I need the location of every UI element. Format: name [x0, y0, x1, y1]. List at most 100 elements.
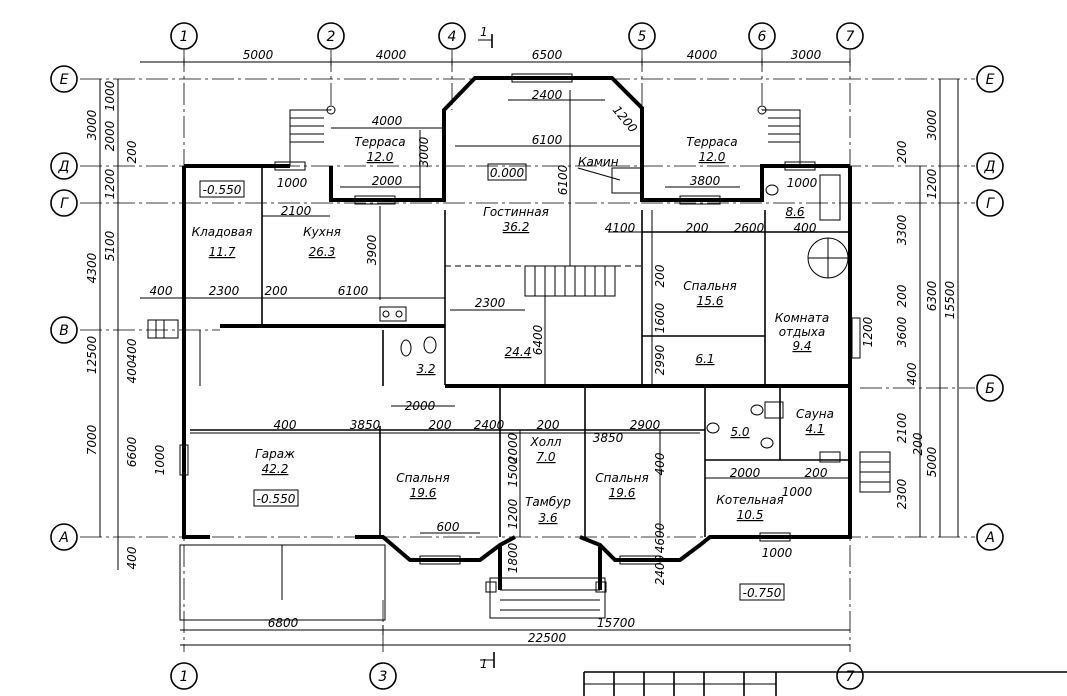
windows: [179, 73, 861, 565]
fireplace: Камин: [577, 155, 643, 194]
svg-text:9.4: 9.4: [792, 339, 811, 353]
svg-text:3000: 3000: [85, 109, 99, 140]
sanitary-fixtures: [379, 174, 841, 463]
svg-text:400: 400: [125, 546, 139, 569]
axis-marker-E-right: Е: [976, 65, 1004, 93]
svg-text:600: 600: [437, 520, 460, 534]
svg-text:6600: 6600: [125, 436, 139, 467]
spiral-stair: [807, 237, 849, 279]
room-rest: Комната отдыха 9.4: [775, 311, 829, 353]
svg-text:1200: 1200: [925, 168, 939, 199]
svg-text:2400: 2400: [653, 554, 667, 585]
svg-text:6800: 6800: [268, 616, 299, 630]
svg-text:200: 200: [686, 221, 709, 235]
main-stairs: [445, 265, 642, 297]
room-terrace-left: Терраса 12.0: [354, 135, 405, 164]
svg-text:5100: 5100: [103, 230, 117, 261]
svg-text:42.2: 42.2: [262, 462, 289, 476]
svg-text:3900: 3900: [365, 234, 379, 265]
svg-text:6100: 6100: [338, 284, 369, 298]
svg-text:400: 400: [274, 418, 297, 432]
svg-text:Сауна: Сауна: [796, 407, 834, 421]
svg-text:7: 7: [846, 669, 855, 685]
svg-text:200: 200: [653, 264, 667, 287]
room-shower-area: 5.0: [730, 425, 749, 439]
svg-text:Спальня: Спальня: [683, 279, 736, 293]
room-hall: Холл 7.0: [530, 435, 562, 464]
svg-text:2: 2: [327, 29, 336, 45]
svg-text:11.7: 11.7: [209, 245, 236, 259]
svg-text:3800: 3800: [690, 174, 721, 188]
svg-text:Спальня: Спальня: [595, 471, 648, 485]
svg-text:1200: 1200: [610, 103, 641, 136]
axis-marker-G-left: Г: [50, 189, 78, 217]
svg-text:1200: 1200: [506, 498, 520, 529]
svg-text:6400: 6400: [531, 324, 545, 355]
svg-text:6: 6: [758, 29, 767, 45]
svg-text:4000: 4000: [372, 114, 403, 128]
title-block: [583, 671, 1067, 696]
room-bedroom-ne: Спальня 15.6: [683, 279, 736, 308]
svg-text:3300: 3300: [895, 214, 909, 245]
svg-text:2000: 2000: [405, 399, 436, 413]
front-porch: [485, 577, 607, 619]
axis-marker-D-right: Д: [976, 152, 1004, 180]
svg-text:2300: 2300: [895, 478, 909, 509]
svg-text:10.5: 10.5: [737, 508, 764, 522]
svg-text:1: 1: [480, 25, 488, 39]
axis-markers-top: 1 2 4 5 6 7: [170, 22, 864, 50]
axis-marker-7-bottom: 7: [836, 662, 864, 690]
svg-text:1000: 1000: [103, 80, 117, 111]
svg-text:Холл: Холл: [530, 435, 562, 449]
room-labels: Терраса 12.0 Терраса 12.0 Гостинная 36.2…: [192, 135, 834, 525]
svg-text:200: 200: [911, 432, 925, 455]
axis-marker-4: 4: [438, 22, 466, 50]
svg-text:2000: 2000: [103, 120, 117, 151]
svg-text:0.000: 0.000: [490, 166, 525, 180]
svg-text:5000: 5000: [925, 446, 939, 477]
svg-text:Тамбур: Тамбур: [525, 495, 571, 509]
svg-text:400: 400: [905, 362, 919, 385]
svg-text:19.6: 19.6: [410, 486, 437, 500]
dimension-lines: [99, 58, 959, 646]
svg-text:1500: 1500: [506, 456, 520, 487]
svg-text:-0.550: -0.550: [203, 183, 242, 197]
axis-marker-5: 5: [628, 22, 656, 50]
svg-text:400: 400: [125, 338, 139, 361]
svg-text:3850: 3850: [593, 431, 624, 445]
svg-text:6300: 6300: [925, 280, 939, 311]
svg-text:2400: 2400: [474, 418, 505, 432]
svg-text:12500: 12500: [85, 336, 99, 375]
room-boiler: Котельная 10.5: [716, 493, 783, 522]
svg-text:Кладовая: Кладовая: [192, 225, 253, 239]
room-small-area: 6.1: [695, 352, 714, 366]
svg-text:Комната: Комната: [775, 311, 829, 325]
section-mark-top: 1: [478, 25, 493, 48]
svg-text:отдыха: отдыха: [779, 325, 826, 339]
svg-text:3000: 3000: [791, 48, 822, 62]
svg-text:12.0: 12.0: [699, 150, 726, 164]
svg-text:Терраса: Терраса: [686, 135, 737, 149]
svg-text:200: 200: [805, 466, 828, 480]
dim-left: 3000 1000 2000 200 1200 5100 4300 400 12…: [85, 80, 167, 569]
svg-text:1000: 1000: [153, 444, 167, 475]
room-terrace-right: Терраса 12.0: [686, 135, 737, 164]
axis-markers-bottom: 1 3 7: [170, 662, 864, 690]
garage-apron: [179, 544, 386, 621]
svg-text:200: 200: [429, 418, 452, 432]
svg-text:Гараж: Гараж: [255, 447, 295, 461]
axis-marker-7-top: 7: [836, 22, 864, 50]
axis-marker-E-left: Е: [50, 65, 78, 93]
svg-text:1800: 1800: [506, 542, 520, 573]
svg-text:12.0: 12.0: [367, 150, 394, 164]
svg-text:6100: 6100: [556, 164, 570, 195]
svg-text:Терраса: Терраса: [354, 135, 405, 149]
terrace-left: [289, 105, 336, 166]
svg-text:А: А: [58, 530, 69, 546]
svg-text:-0.550: -0.550: [257, 492, 296, 506]
svg-text:4000: 4000: [376, 48, 407, 62]
svg-text:Камин: Камин: [578, 155, 619, 169]
svg-text:7: 7: [846, 29, 855, 45]
svg-text:4000: 4000: [687, 48, 718, 62]
